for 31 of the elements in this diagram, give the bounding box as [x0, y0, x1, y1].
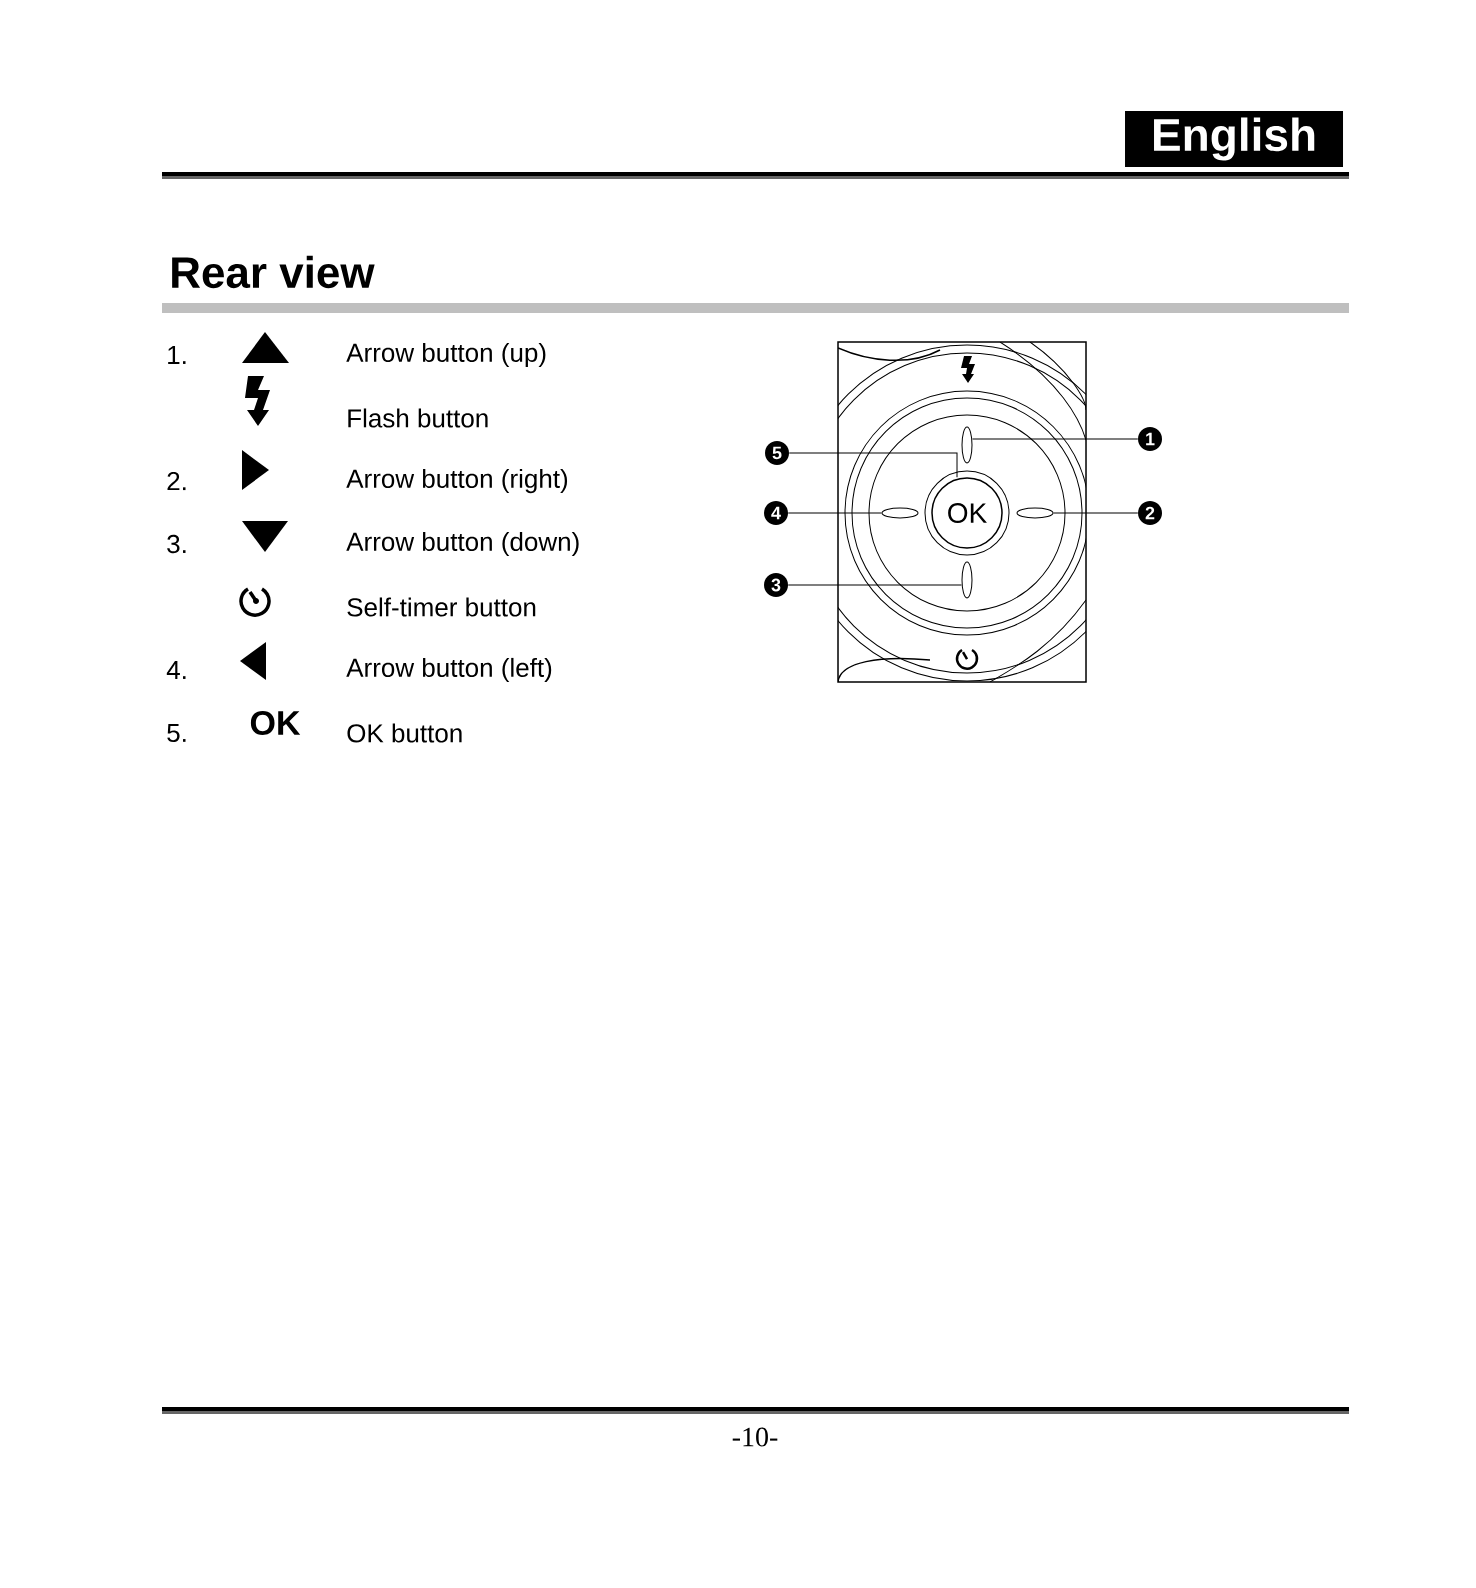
arrow-button	[961, 426, 973, 464]
page-title: Rear view	[172, 255, 375, 289]
item-number: 4.	[166, 661, 186, 679]
item-label: Arrow button (left)	[346, 657, 552, 683]
arrow-button	[961, 561, 973, 599]
item-label: Arrow button (right)	[346, 468, 568, 494]
item-number: 1.	[168, 346, 186, 364]
item-label: Self-timer button	[347, 597, 536, 617]
item-label: OK button	[347, 723, 462, 743]
ok-icon: OK	[250, 710, 301, 736]
page-number: -10-	[732, 1427, 778, 1447]
arrow-button	[1016, 507, 1054, 519]
item-number: 2.	[167, 471, 186, 491]
language-tab: English	[1125, 111, 1343, 167]
callout-number: 4	[764, 501, 788, 525]
callout-number: 3	[764, 573, 788, 597]
item-label: Flash button	[348, 408, 488, 428]
leader-line	[788, 452, 958, 478]
leader-line	[787, 512, 882, 514]
ok-button: OK	[931, 477, 1003, 549]
item-label: Arrow button (down)	[346, 531, 579, 557]
leader-line	[972, 438, 1139, 440]
item-number: 3.	[167, 534, 186, 554]
callout-number: 2	[1138, 501, 1162, 525]
callout-number: 5	[765, 441, 789, 465]
item-label: Arrow button (up)	[346, 342, 546, 368]
item-number: 5.	[167, 723, 186, 743]
callout-number: 1	[1138, 427, 1162, 451]
leader-line	[1053, 512, 1139, 514]
leader-line	[787, 584, 962, 586]
arrow-button	[881, 507, 919, 519]
